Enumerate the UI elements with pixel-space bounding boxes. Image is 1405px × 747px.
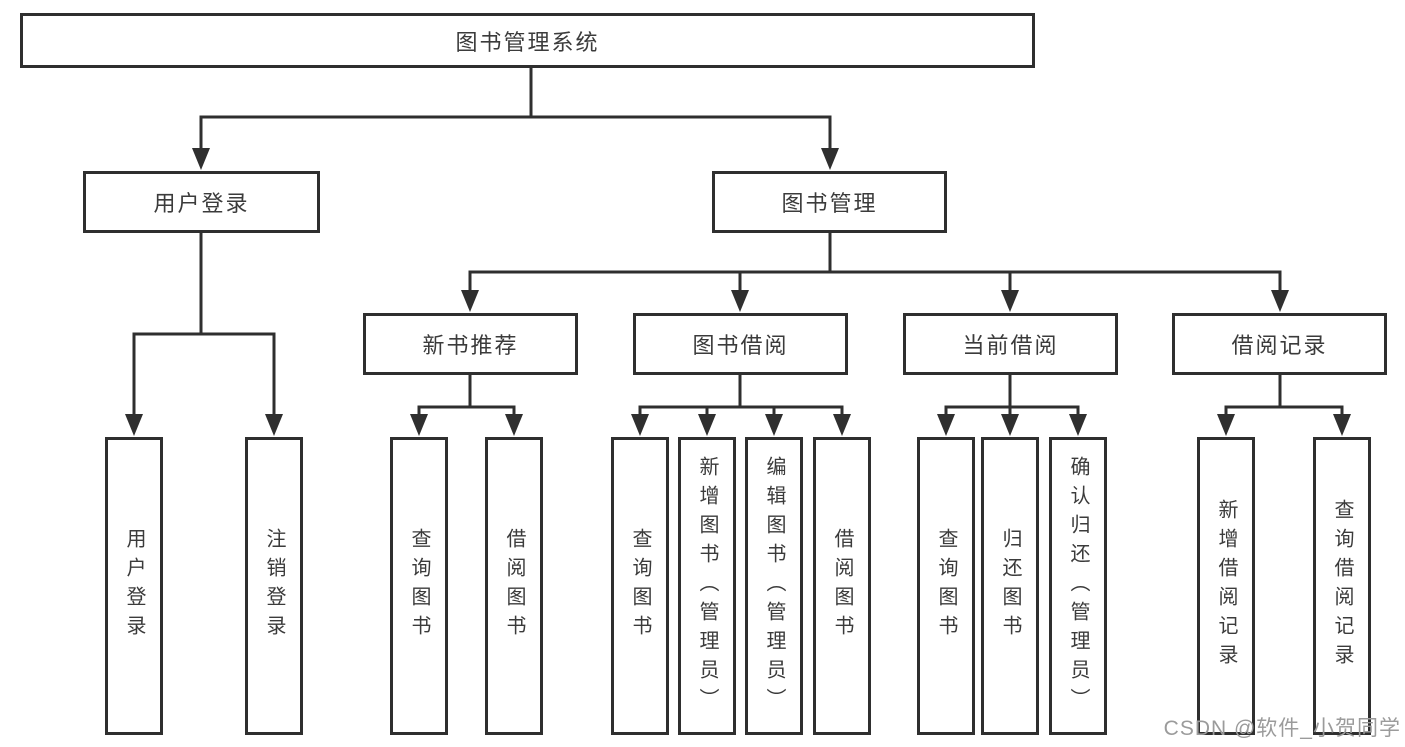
leaf-confirm-return-admin-label: 确认归还（管理员）	[1067, 455, 1089, 717]
leaf-query-borrow-record-label: 查询借阅记录	[1331, 499, 1353, 673]
leaf-recommend-borrow-books: 借阅图书	[485, 437, 543, 735]
leaf-recommend-borrow-books-label: 借阅图书	[503, 528, 525, 644]
leaf-borrowing-query-books-label: 查询图书	[629, 528, 651, 644]
node-root-label: 图书管理系统	[455, 29, 600, 55]
leaf-logout-label: 注销登录	[263, 528, 285, 644]
leaf-logout: 注销登录	[245, 437, 303, 735]
leaf-borrowing-query-books: 查询图书	[611, 437, 669, 735]
leaf-add-books-admin: 新增图书（管理员）	[678, 437, 736, 735]
node-root: 图书管理系统	[20, 13, 1035, 68]
leaf-user-login: 用户登录	[105, 437, 163, 735]
node-borrow-records-label: 借阅记录	[1231, 333, 1328, 358]
leaf-borrowing-borrow-books-label: 借阅图书	[831, 528, 853, 644]
leaf-edit-books-admin-label: 编辑图书（管理员）	[763, 455, 785, 717]
leaf-recommend-query-books-label: 查询图书	[408, 528, 430, 644]
node-current-borrowing: 当前借阅	[903, 313, 1118, 375]
leaf-add-borrow-record-label: 新增借阅记录	[1215, 499, 1237, 673]
leaf-edit-books-admin: 编辑图书（管理员）	[745, 437, 803, 735]
node-book-management-label: 图书管理	[781, 191, 878, 216]
leaf-return-books-label: 归还图书	[999, 528, 1021, 644]
leaf-current-query-books-label: 查询图书	[935, 528, 957, 644]
leaf-current-query-books: 查询图书	[917, 437, 975, 735]
node-book-management: 图书管理	[712, 171, 947, 233]
node-user-login-label: 用户登录	[153, 191, 250, 216]
leaf-add-borrow-record: 新增借阅记录	[1197, 437, 1255, 735]
leaf-add-books-admin-label: 新增图书（管理员）	[696, 455, 718, 717]
leaf-query-borrow-record: 查询借阅记录	[1313, 437, 1371, 735]
node-book-borrowing: 图书借阅	[633, 313, 848, 375]
node-current-borrowing-label: 当前借阅	[962, 333, 1059, 358]
leaf-confirm-return-admin: 确认归还（管理员）	[1049, 437, 1107, 735]
node-user-login: 用户登录	[83, 171, 320, 233]
node-borrow-records: 借阅记录	[1172, 313, 1387, 375]
leaf-return-books: 归还图书	[981, 437, 1039, 735]
node-book-borrowing-label: 图书借阅	[692, 333, 789, 358]
node-new-book-recommend: 新书推荐	[363, 313, 578, 375]
leaf-borrowing-borrow-books: 借阅图书	[813, 437, 871, 735]
leaf-recommend-query-books: 查询图书	[390, 437, 448, 735]
leaf-user-login-label: 用户登录	[123, 528, 145, 644]
csdn-watermark: CSDN @软件_小贺同学	[1163, 717, 1401, 740]
node-new-book-recommend-label: 新书推荐	[422, 333, 519, 358]
